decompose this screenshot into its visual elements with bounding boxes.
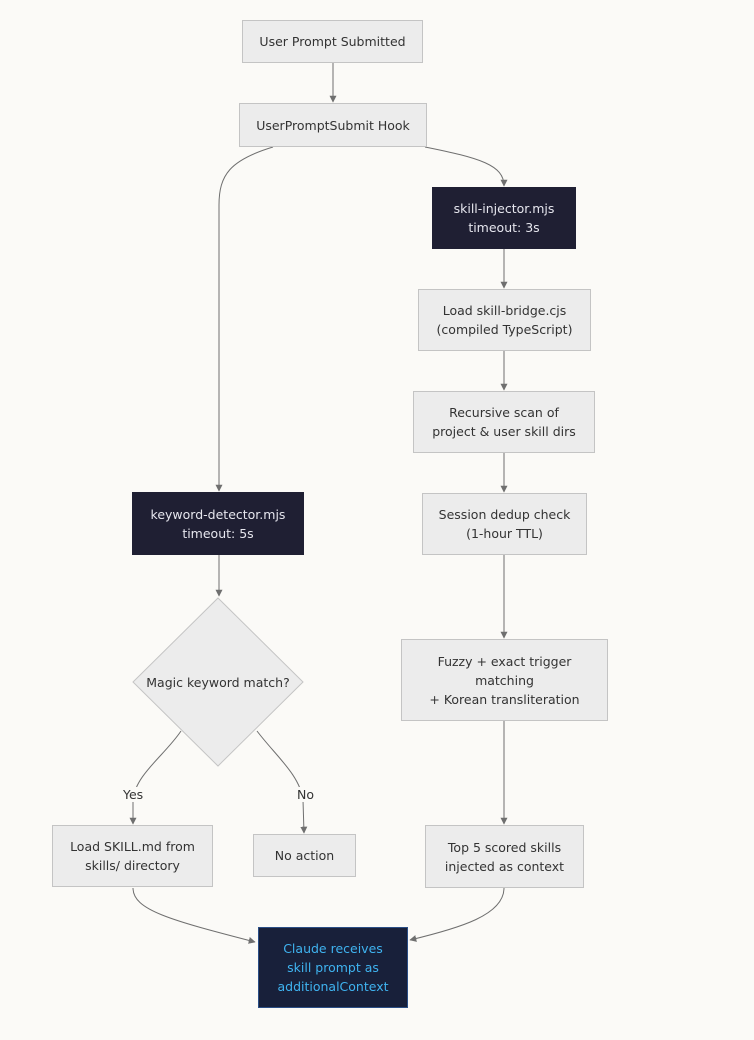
hook-label: UserPromptSubmit Hook [256,117,410,133]
user-prompt-submitted-label: User Prompt Submitted [259,34,406,49]
magic-keyword-label: Magic keyword match? [146,674,290,690]
recursive-scan-line-2: project & user skill dirs [432,424,576,439]
dedup-line-2: (1-hour TTL) [466,526,543,541]
fuzzy-line-3: + Korean transliteration [429,691,580,707]
user-prompt-submit-hook-node: UserPromptSubmit Hook [239,103,427,147]
dedup-line-1: Session dedup check [438,507,571,522]
claude-line-1: Claude receives [283,941,383,956]
magic-keyword-decision: Magic keyword match? [132,597,304,767]
top5-line-1: Top 5 scored skills [447,839,562,855]
yes-edge-label: Yes [122,787,145,802]
claude-line-2: skill prompt as [287,960,379,975]
fuzzy-line-1: Fuzzy + exact trigger [437,653,572,669]
decision-diamond-shape [132,597,304,767]
no-action-label: No action [274,848,335,863]
load-skill-md-node: Load SKILL.md from skills/ directory [52,825,213,887]
load-bridge-line-1: Load skill-bridge.cjs [442,303,567,318]
user-prompt-submitted-node: User Prompt Submitted [242,20,423,63]
fuzzy-line-2: matching [475,672,534,688]
load-skill-bridge-node: Load skill-bridge.cjs (compiled TypeScri… [418,289,591,351]
keyword-detector-timeout: timeout: 5s [182,525,254,541]
skill-injector-label: skill-injector.mjs [453,201,555,216]
claude-receives-node: Claude receives skill prompt as addition… [258,927,408,1008]
claude-line-3: additionalContext [277,979,389,994]
recursive-scan-node: Recursive scan of project & user skill d… [413,391,595,453]
skill-injector-timeout: timeout: 3s [468,220,540,235]
top5-skills-node: Top 5 scored skills injected as context [425,825,584,888]
edge-hook-to-skill-injector [424,146,508,187]
fuzzy-matching-node: Fuzzy + exact trigger matching + Korean … [401,639,608,721]
load-skill-md-line-2: skills/ directory [85,858,180,873]
edge-hook-to-keyword-detector [215,146,274,492]
edge-top5-to-claude [409,887,505,942]
load-bridge-line-2: (compiled TypeScript) [436,322,573,337]
load-skill-md-line-1: Load SKILL.md from [70,839,195,854]
keyword-detector-label: keyword-detector.mjs [150,506,286,522]
edge-load-skill-to-claude [132,887,256,944]
keyword-detector-node: keyword-detector.mjs timeout: 5s [132,492,304,555]
no-edge-label: No [296,787,315,802]
skill-injector-node: skill-injector.mjs timeout: 3s [432,187,576,249]
no-action-node: No action [253,834,356,877]
recursive-scan-line-1: Recursive scan of [449,405,559,420]
session-dedup-node: Session dedup check (1-hour TTL) [422,493,587,555]
top5-line-2: injected as context [444,858,565,874]
